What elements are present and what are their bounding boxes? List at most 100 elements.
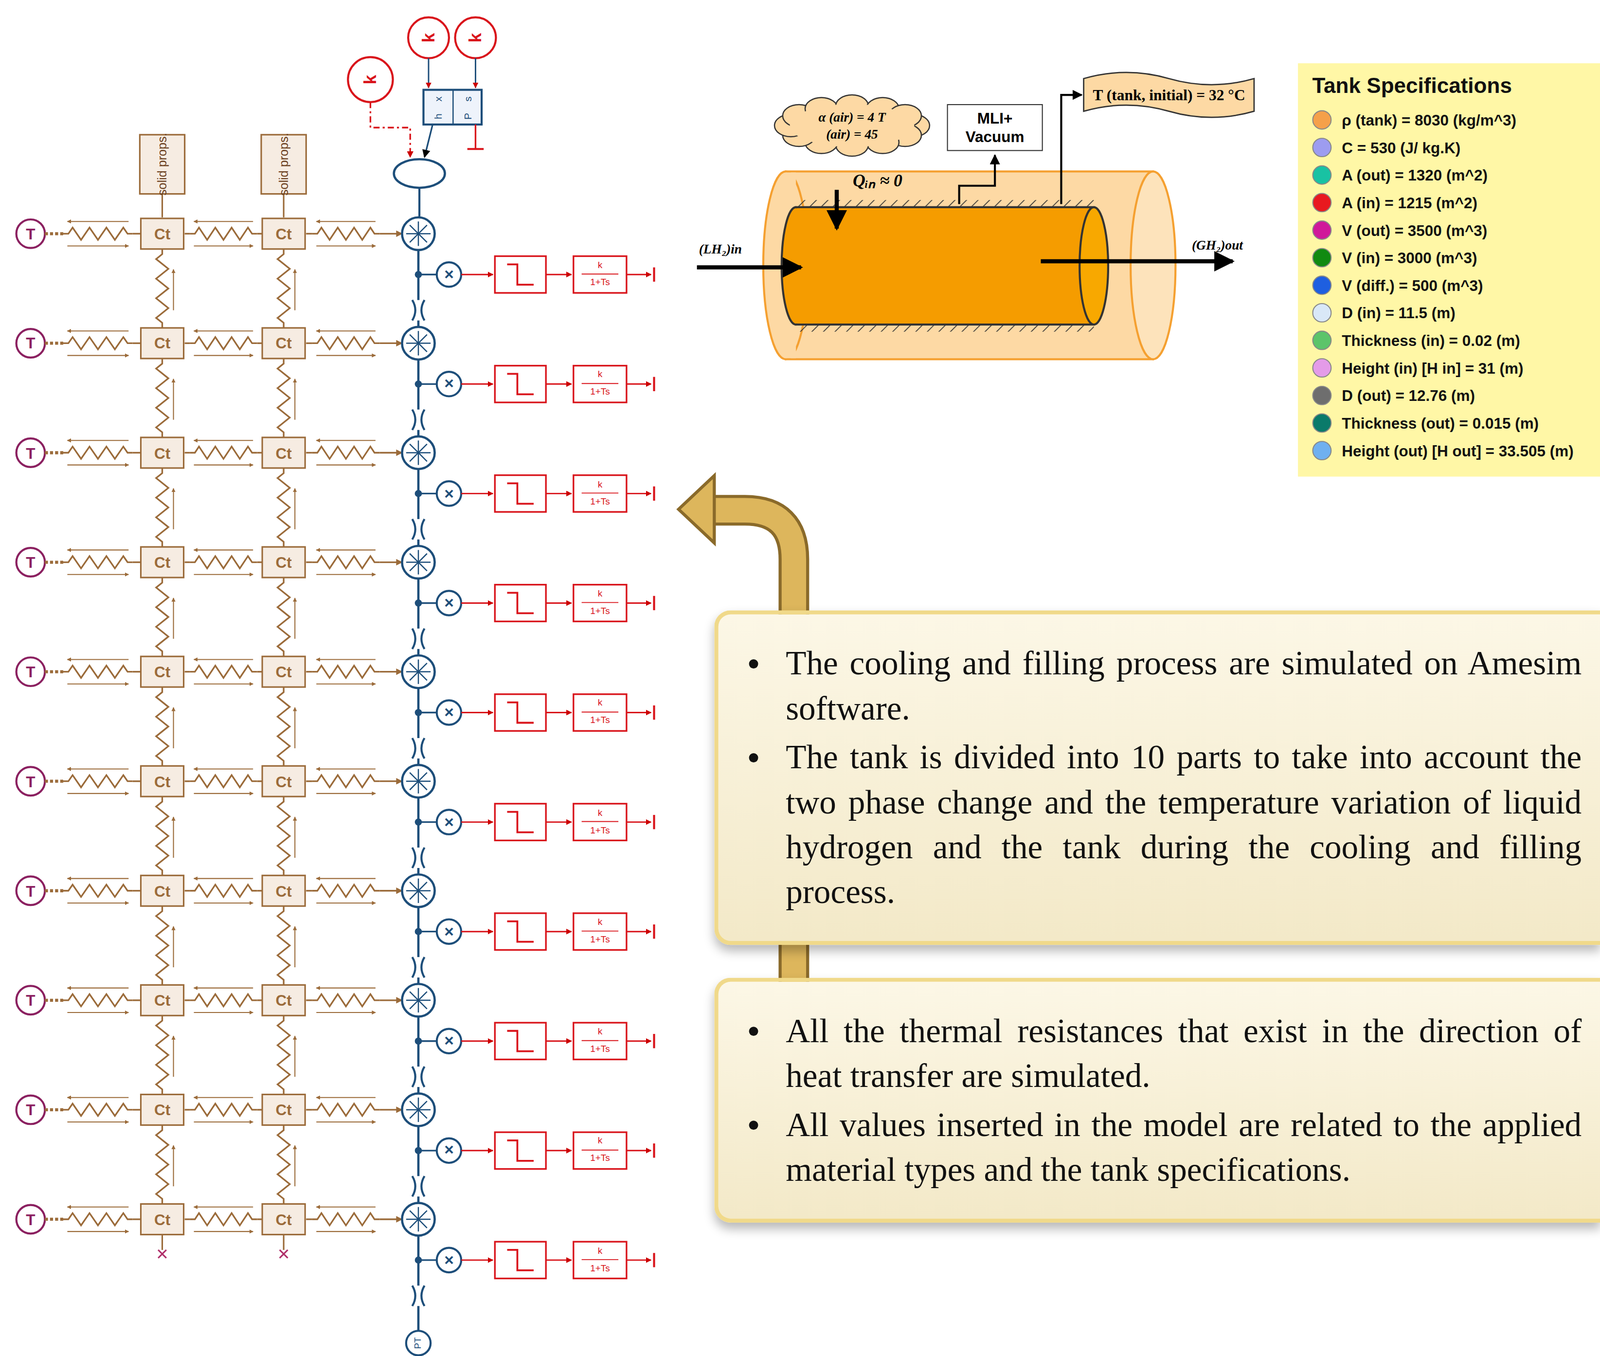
schematic-stroke xyxy=(652,814,655,829)
thermal-capacity-box xyxy=(140,437,184,468)
schematic-stroke xyxy=(652,267,655,282)
solid-props-label: solid props. xyxy=(277,132,290,196)
multiply-symbol: × xyxy=(444,266,454,283)
schematic-stroke xyxy=(418,273,437,276)
schematic-stroke xyxy=(461,711,493,714)
legend-text: Height (in) [H in] = 31 (m) xyxy=(1341,359,1524,377)
multiply-symbol: × xyxy=(444,704,454,721)
schematic-stroke xyxy=(294,707,296,749)
transfer-function-block xyxy=(573,365,627,403)
step-block xyxy=(494,1022,546,1060)
schematic-stroke xyxy=(44,560,64,564)
schematic-stroke xyxy=(67,683,129,685)
schematic-stroke xyxy=(418,1040,437,1042)
bullet-dot xyxy=(749,1026,759,1036)
schematic-stroke xyxy=(581,1149,619,1151)
legend-text: Thickness (in) = 0.02 (m) xyxy=(1341,331,1520,350)
schematic-stroke xyxy=(406,342,419,344)
schematic-stroke xyxy=(184,451,190,454)
note-panel: All the thermal resistances that exist i… xyxy=(714,977,1600,1223)
temperature-source-label: T xyxy=(25,554,36,570)
thermal-capacity-label: Ct xyxy=(154,445,171,461)
schematic-stroke xyxy=(652,595,655,611)
temperature-source-label: T xyxy=(25,1101,36,1117)
schematic-stroke xyxy=(194,1230,254,1232)
schematic-stroke xyxy=(461,821,493,823)
multiply-block xyxy=(436,262,462,287)
schematic-stroke xyxy=(67,1121,129,1123)
thermal-capacity-label: Ct xyxy=(154,335,171,351)
schematic-stroke xyxy=(412,519,415,540)
temperature-source-label: T xyxy=(25,664,36,680)
schematic-stroke xyxy=(506,1140,534,1161)
schematic-stroke xyxy=(156,249,169,328)
thermal-hydraulic-chamber xyxy=(401,326,435,360)
legend-entry: Thickness (out) = 0.015 (m) xyxy=(1312,409,1592,437)
property-block xyxy=(423,89,482,125)
schematic-stroke xyxy=(412,628,415,649)
bullet-item: All the thermal resistances that exist i… xyxy=(785,1007,1582,1098)
callout-text: α (air) = 4 T (air) = 45 xyxy=(812,107,893,143)
schematic-stroke xyxy=(418,1000,428,1009)
constant-label: k xyxy=(467,33,485,43)
heat-input-label: Qᵢₙ ≈ 0 xyxy=(852,171,903,190)
schematic-stroke xyxy=(194,464,254,466)
schematic-stroke xyxy=(312,993,380,1007)
schematic-stroke xyxy=(461,1040,493,1042)
schematic-stroke xyxy=(418,233,428,243)
schematic-stroke xyxy=(67,220,129,222)
orifice-gap xyxy=(406,628,431,649)
schematic-stroke xyxy=(316,1206,376,1208)
schematic-stroke xyxy=(417,221,420,234)
schematic-stroke xyxy=(44,779,64,783)
schematic-stroke xyxy=(294,1035,296,1077)
schematic-stroke xyxy=(156,1124,169,1204)
schematic-stroke xyxy=(184,561,190,563)
schematic-stroke xyxy=(63,774,133,788)
legend-entry: V (diff.) = 500 (m^3) xyxy=(1312,271,1592,300)
schematic-stroke xyxy=(44,341,64,345)
schematic-stroke xyxy=(132,342,142,344)
schematic-stroke xyxy=(132,1218,142,1220)
schematic-stroke xyxy=(506,373,534,395)
schematic-stroke xyxy=(173,926,175,968)
thermal-capacity-box xyxy=(262,327,306,359)
legend-text: A (out) = 1320 (m^2) xyxy=(1341,166,1488,184)
schematic-stroke xyxy=(305,889,313,892)
schematic-stroke xyxy=(545,1040,572,1042)
schematic-stroke xyxy=(67,439,129,441)
schematic-stroke xyxy=(67,658,129,660)
schematic-stroke xyxy=(184,889,190,892)
schematic-stroke xyxy=(406,561,419,563)
legend-text: V (out) = 3500 (m^3) xyxy=(1341,221,1488,239)
schematic-stroke xyxy=(189,1212,257,1225)
schematic-stroke xyxy=(189,446,257,459)
schematic-stroke xyxy=(418,1218,431,1221)
legend-text: V (in) = 3000 (m^3) xyxy=(1341,249,1477,267)
schematic-stroke xyxy=(417,769,420,782)
schematic-stroke xyxy=(412,847,415,868)
gain-label: k xyxy=(597,1136,603,1146)
schematic-stroke xyxy=(132,999,142,1001)
schematic-stroke xyxy=(277,577,290,657)
schematic-stroke xyxy=(132,889,142,892)
transfer-function-block xyxy=(573,803,627,841)
thermal-capacity-box xyxy=(140,218,184,250)
schematic-stroke xyxy=(417,549,420,562)
pressure-temperature-sensor xyxy=(406,1330,431,1355)
schematic-stroke xyxy=(294,378,296,420)
legend-entry: Thickness (in) = 0.02 (m) xyxy=(1312,326,1592,355)
multiply-block xyxy=(436,371,462,396)
gain-label: k xyxy=(597,1026,603,1037)
schematic-stroke xyxy=(418,781,428,791)
temperature-source xyxy=(16,766,46,796)
transfer-function-label: 1+Ts xyxy=(590,1153,610,1164)
legend-text: C = 530 (J/ kg.K) xyxy=(1341,138,1461,157)
schematic-stroke xyxy=(194,355,254,357)
schematic-stroke xyxy=(652,924,655,939)
schematic-stroke xyxy=(418,602,437,604)
schematic-stroke xyxy=(545,602,572,604)
inlet-label: (LH₂)in xyxy=(699,242,742,256)
schematic-stroke xyxy=(67,987,129,989)
step-block xyxy=(494,584,546,622)
